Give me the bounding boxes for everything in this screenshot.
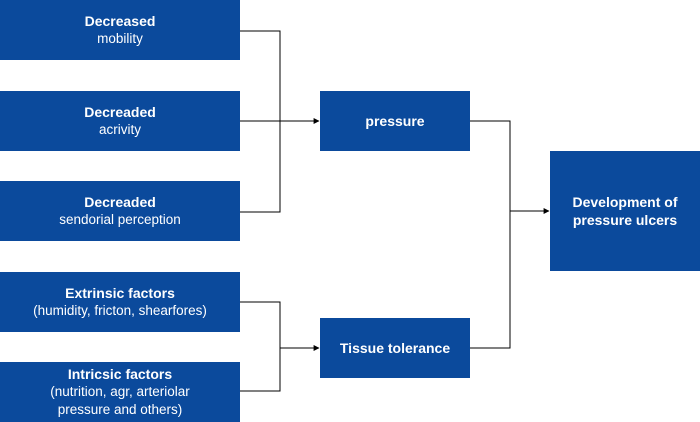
connector-extrinsic (240, 301, 281, 348)
node-title: Decreaded (84, 194, 156, 210)
connector-intrinsic (240, 348, 281, 392)
node-title: Intricsic factors (67, 366, 173, 382)
node-title: Extrinsic factors (65, 285, 175, 301)
connector-perception (240, 121, 281, 213)
connector-tissue-out (470, 211, 511, 349)
node-subtitle: (humidity, fricton, shearfores) (33, 303, 207, 318)
node-title: pressure (365, 113, 425, 129)
node-pressure: pressure (320, 91, 470, 151)
node-subtitle: sendorial perception (59, 212, 181, 227)
connector-mobility (240, 30, 281, 121)
node-title: Decreaded (84, 104, 156, 120)
node-title: Decreased (84, 13, 156, 29)
node-intrinsic-factors: Intricsic factors (nutrition, agr, arter… (0, 362, 240, 422)
node-decreased-perception: Decreaded sendorial perception (0, 181, 240, 241)
node-subtitle: mobility (97, 31, 143, 46)
node-decreased-activity: Decreaded acrivity (0, 91, 240, 151)
node-tissue-tolerance: Tissue tolerance (320, 318, 470, 378)
node-title: Tissue tolerance (339, 340, 451, 356)
connector-pressure-out (470, 120, 511, 211)
node-decreased-mobility: Decreased mobility (0, 0, 240, 60)
node-subtitle: (nutrition, agr, arteriolar pressure and… (50, 384, 190, 417)
node-extrinsic-factors: Extrinsic factors (humidity, fricton, sh… (0, 272, 240, 332)
node-development-of-pressure-ulcers: Development of pressure ulcers (550, 151, 700, 271)
node-title: Development of pressure ulcers (572, 194, 678, 228)
node-subtitle: acrivity (98, 122, 141, 137)
